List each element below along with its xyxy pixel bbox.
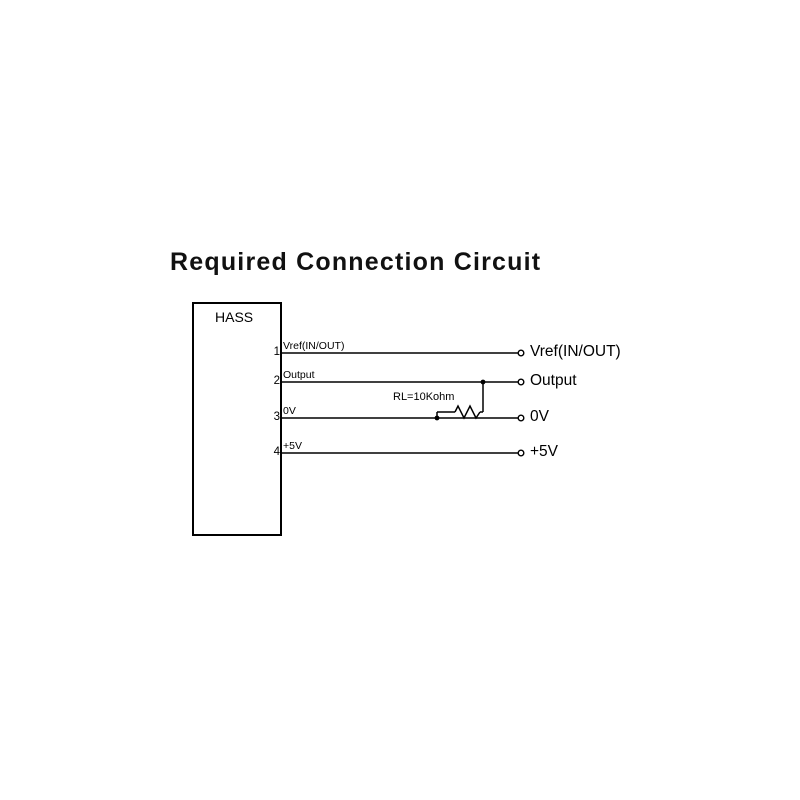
junction-dot-output [480,379,486,385]
hass-device-label: HASS [215,309,254,325]
junction-dot-0v [434,415,440,421]
pin-number-2: 2 [273,375,280,387]
terminal-node-0v [517,414,525,422]
pin-number-4: 4 [273,446,280,458]
pin-label-0v: 0V [283,405,296,417]
terminal-node-output [517,378,525,386]
hass-device-box [192,302,282,536]
terminal-node-plus5v [517,449,525,457]
terminal-label-vref: Vref(IN/OUT) [530,343,621,360]
pin-label-output: Output [283,369,315,381]
terminal-label-plus5v: +5V [530,443,559,460]
resistor-value-label: RL=10Kohm [393,391,455,403]
terminal-label-0v: 0V [530,408,549,425]
pin-number-3: 3 [273,411,280,423]
pin-label-vref: Vref(IN/OUT) [283,340,345,352]
terminal-label-output: Output [530,372,577,389]
pin-label-plus5v: +5V [283,440,302,452]
pin-number-1: 1 [273,346,280,358]
terminal-node-vref [517,349,525,357]
resistor-zigzag-symbol [454,404,481,420]
page-title: Required Connection Circuit [170,248,542,276]
